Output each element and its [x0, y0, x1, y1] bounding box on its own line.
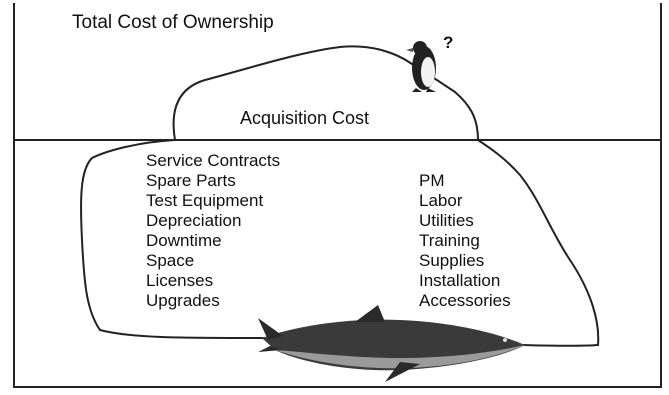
list-item: Installation [419, 271, 500, 290]
hidden-costs-right-list: PM Labor Utilities Training Supplies Ins… [419, 171, 511, 310]
list-item: Training [419, 231, 480, 250]
list-item: Labor [419, 191, 463, 210]
shark-icon [258, 305, 525, 382]
list-item: Accessories [419, 291, 511, 310]
hidden-costs-left-list: Service Contracts Spare Parts Test Equip… [146, 151, 280, 310]
list-item: Service Contracts [146, 151, 280, 170]
list-item: Utilities [419, 211, 474, 230]
list-item: Licenses [146, 271, 213, 290]
diagram-title: Total Cost of Ownership [72, 12, 274, 33]
list-item: Test Equipment [146, 191, 263, 210]
acquisition-cost-label: Acquisition Cost [240, 108, 369, 128]
list-item: Downtime [146, 231, 222, 250]
list-item: PM [419, 171, 445, 190]
penguin-icon [406, 41, 436, 92]
figure-border [13, 3, 662, 388]
iceberg-tip [172, 45, 479, 141]
list-item: Spare Parts [146, 171, 236, 190]
list-item: Depreciation [146, 211, 241, 230]
list-item: Space [146, 251, 194, 270]
question-mark: ? [443, 33, 453, 52]
list-item: Supplies [419, 251, 484, 270]
list-item: Upgrades [146, 291, 220, 310]
